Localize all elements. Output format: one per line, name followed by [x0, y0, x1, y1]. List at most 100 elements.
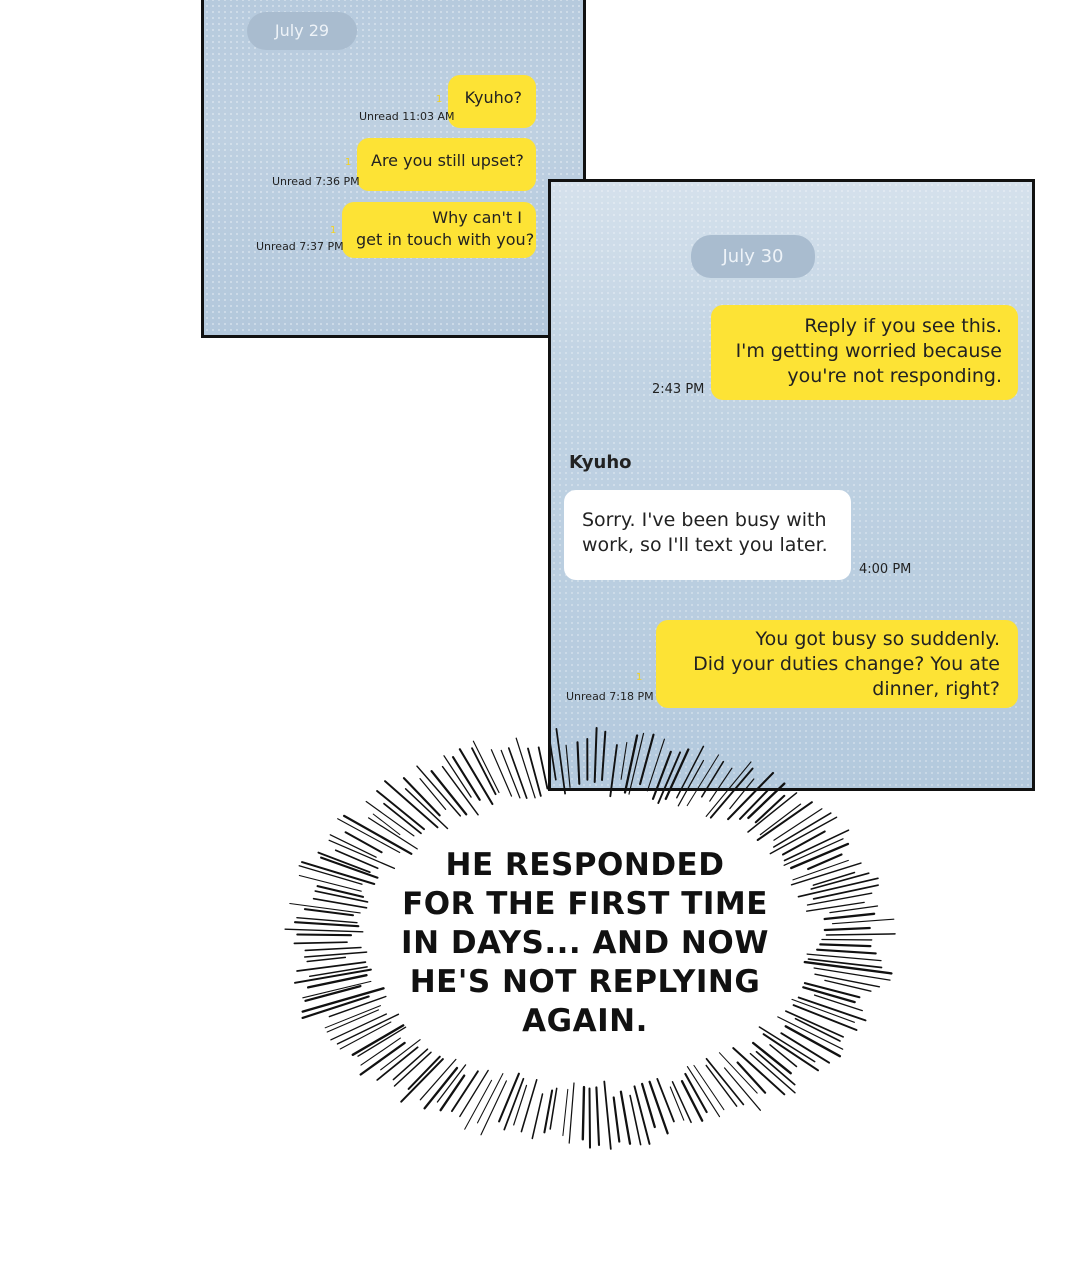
unread-indicator-icon: 1	[636, 672, 643, 683]
burst-line	[819, 943, 872, 948]
sent-message-bubble[interactable]: Are you still upset?	[357, 138, 536, 191]
burst-line	[651, 750, 672, 800]
burst-line	[451, 756, 481, 801]
burst-line	[312, 897, 368, 909]
narration-caption: HE RESPONDED FOR THE FIRST TIME IN DAYS.…	[395, 846, 775, 1041]
burst-line	[676, 745, 705, 799]
burst-line	[810, 872, 870, 890]
sent-message-bubble[interactable]: Kyuho?	[448, 75, 536, 128]
burst-line	[762, 1033, 820, 1072]
burst-line	[648, 1080, 669, 1135]
burst-line	[581, 1085, 586, 1141]
burst-line	[503, 1077, 525, 1131]
burst-line	[680, 1080, 704, 1122]
sent-message-bubble[interactable]: You got busy so suddenly. Did your dutie…	[656, 620, 1018, 708]
burst-line	[806, 892, 873, 906]
burst-line	[298, 874, 362, 892]
burst-line	[416, 765, 462, 817]
burst-line	[527, 747, 542, 797]
burst-line	[747, 792, 798, 833]
burst-line	[296, 933, 353, 937]
sent-message-bubble[interactable]: Why can't I get in touch with you?	[342, 202, 536, 258]
burst-line	[664, 748, 690, 801]
message-status: Unread 7:37 PM	[256, 240, 344, 253]
burst-line	[807, 958, 883, 969]
burst-line	[419, 1058, 457, 1101]
burst-line	[314, 890, 369, 903]
burst-line	[293, 941, 348, 945]
burst-line	[755, 1050, 796, 1086]
burst-line	[639, 733, 655, 786]
burst-line	[490, 749, 513, 797]
burst-line	[302, 980, 372, 999]
burst-line	[296, 917, 358, 924]
burst-line	[376, 790, 425, 831]
burst-line	[814, 973, 881, 988]
burst-line	[562, 1088, 569, 1137]
message-text: Kyuho?	[464, 88, 522, 107]
burst-line	[436, 1064, 467, 1103]
burst-line	[612, 1096, 621, 1143]
burst-line	[807, 853, 843, 871]
burst-line	[419, 777, 447, 811]
caption-line: IN DAYS... AND NOW	[401, 925, 769, 961]
burst-line	[324, 1005, 382, 1029]
burst-line	[812, 884, 879, 900]
burst-line	[790, 862, 862, 886]
caption-line: AGAIN.	[522, 1003, 648, 1039]
burst-line	[380, 1039, 421, 1071]
burst-line	[320, 856, 379, 879]
burst-line	[293, 921, 360, 928]
message-text: get in touch with you?	[356, 230, 535, 249]
unread-indicator-icon: 1	[345, 157, 352, 168]
message-text: Sorry. I've been busy with	[582, 509, 827, 531]
burst-line	[316, 885, 365, 898]
burst-line	[701, 760, 725, 798]
date-separator: July 29	[247, 12, 357, 50]
burst-line	[797, 996, 867, 1022]
burst-line	[777, 1016, 844, 1050]
burst-line	[500, 749, 521, 799]
burst-line	[806, 953, 882, 962]
sent-message-bubble[interactable]: Reply if you see this. I'm getting worri…	[711, 305, 1018, 400]
burst-line	[520, 1079, 538, 1133]
date-separator: July 30	[691, 235, 815, 278]
burst-line	[794, 1017, 841, 1042]
burst-line	[407, 1055, 441, 1090]
burst-line	[754, 794, 786, 824]
burst-line	[301, 987, 385, 1013]
burst-line	[329, 834, 377, 858]
burst-line	[656, 1077, 675, 1123]
burst-line	[816, 948, 877, 955]
burst-line	[640, 1082, 656, 1129]
message-time: 4:00 PM	[859, 562, 912, 577]
burst-line	[383, 802, 422, 835]
burst-line	[686, 1066, 721, 1118]
burst-line	[783, 829, 850, 862]
burst-line	[709, 767, 733, 802]
burst-line	[781, 830, 826, 856]
burst-line	[306, 956, 347, 963]
received-message-bubble[interactable]: Sorry. I've been busy with work, so I'll…	[564, 490, 851, 580]
burst-line	[303, 951, 368, 958]
burst-line	[365, 800, 415, 837]
message-text: Did your duties change? You ate	[693, 653, 1000, 675]
burst-line	[686, 754, 720, 807]
burst-line	[588, 1087, 592, 1149]
burst-line	[785, 1010, 844, 1038]
burst-line	[301, 861, 376, 885]
burst-line	[430, 770, 468, 816]
burst-line	[303, 908, 355, 917]
burst-line	[565, 744, 571, 788]
message-text: you're not responding.	[787, 365, 1002, 387]
burst-line	[824, 979, 872, 992]
burst-line	[747, 782, 786, 820]
burst-line	[736, 1061, 767, 1094]
burst-line	[459, 1069, 489, 1118]
burst-line	[749, 1052, 796, 1094]
burst-line	[646, 738, 665, 792]
burst-line	[705, 1064, 738, 1107]
caption-line: HE'S NOT REPLYING	[409, 964, 761, 1000]
burst-line	[756, 801, 813, 841]
message-text: dinner, right?	[872, 678, 1000, 700]
